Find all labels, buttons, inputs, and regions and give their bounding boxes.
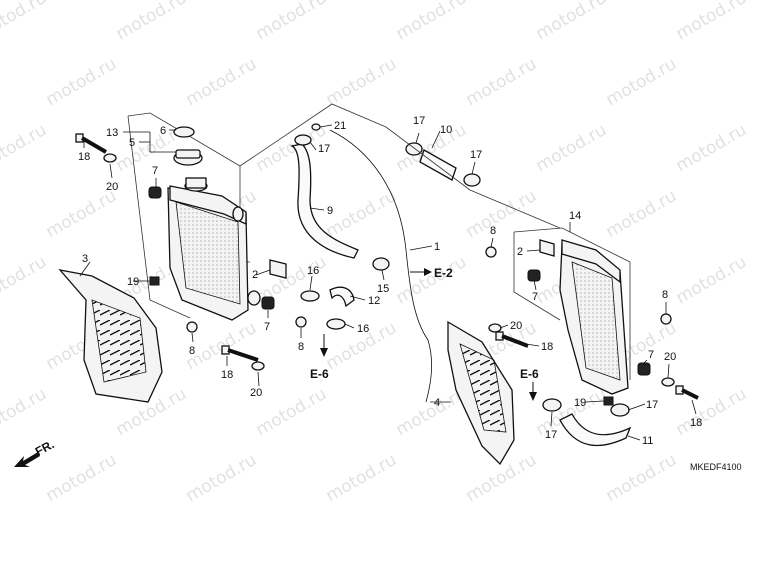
hose-clamps bbox=[294, 123, 630, 417]
callout-7: 7 bbox=[532, 291, 538, 303]
left-radiator-assembly bbox=[58, 103, 387, 403]
right-radiator-assembly bbox=[385, 126, 699, 466]
watermark-text: motod.ru bbox=[463, 186, 541, 242]
callout-9: 9 bbox=[327, 205, 333, 217]
watermark-text: motod.ru bbox=[673, 0, 751, 44]
hose-12 bbox=[329, 286, 355, 308]
watermark-text: motod.ru bbox=[603, 186, 681, 242]
callout-15: 15 bbox=[377, 283, 389, 295]
svg-text:E-2: E-2 bbox=[434, 266, 453, 280]
callout-2: 2 bbox=[517, 246, 523, 258]
watermark-text: motod.ru bbox=[253, 384, 331, 440]
watermark-text: motod.ru bbox=[0, 252, 50, 308]
callout-16: 16 bbox=[357, 323, 369, 335]
callout-8: 8 bbox=[490, 225, 496, 237]
callout-10: 10 bbox=[440, 124, 452, 136]
watermark-text: motod.ru bbox=[183, 450, 261, 506]
watermark-text: motod.ru bbox=[113, 0, 191, 44]
radiator-cap-seal bbox=[173, 126, 195, 138]
callout-8: 8 bbox=[662, 289, 668, 301]
watermark-text: motod.ru bbox=[0, 0, 50, 44]
bolt-18-right-mid bbox=[495, 331, 529, 348]
callout-20: 20 bbox=[510, 320, 522, 332]
watermark-text: motod.ru bbox=[43, 186, 121, 242]
callout-8: 8 bbox=[189, 345, 195, 357]
callout-19: 19 bbox=[574, 397, 586, 409]
callout-11: 11 bbox=[642, 435, 653, 447]
callout-17: 17 bbox=[470, 149, 482, 161]
watermark-text: motod.ru bbox=[603, 54, 681, 110]
callout-1: 1 bbox=[434, 241, 440, 253]
callout-7: 7 bbox=[152, 165, 158, 177]
callout-12: 12 bbox=[368, 295, 380, 307]
watermark-text: motod.ru bbox=[253, 0, 331, 44]
watermark-text: motod.ru bbox=[533, 120, 611, 176]
callout-17: 17 bbox=[545, 429, 557, 441]
callout-7: 7 bbox=[648, 349, 654, 361]
watermark-text: motod.ru bbox=[323, 450, 401, 506]
watermark-text: motod.ru bbox=[603, 450, 681, 506]
reference-e6-left: E-6 bbox=[310, 334, 329, 381]
leader-lines bbox=[79, 124, 697, 441]
callout-13: 13 bbox=[106, 127, 118, 139]
hose-11 bbox=[559, 413, 632, 447]
watermark-layer: motod.ru motod.ru motod.ru motod.ru motod.ru… bbox=[0, 0, 750, 506]
callout-4: 4 bbox=[434, 397, 440, 409]
callout-18: 18 bbox=[541, 341, 553, 353]
svg-text:E-6: E-6 bbox=[520, 367, 539, 381]
callout-17: 17 bbox=[646, 399, 658, 411]
callout-21: 21 bbox=[334, 120, 346, 132]
bolt-18-right-bottom bbox=[675, 385, 699, 400]
callout-5: 5 bbox=[129, 137, 135, 149]
watermark-text: motod.ru bbox=[323, 54, 401, 110]
hose-9 bbox=[290, 143, 359, 259]
watermark-text: motod.ru bbox=[0, 120, 50, 176]
callout-18: 18 bbox=[690, 417, 702, 429]
callout-2: 2 bbox=[252, 269, 258, 281]
callout-7: 7 bbox=[264, 321, 270, 333]
watermark-text: motod.ru bbox=[323, 186, 401, 242]
callout-6: 6 bbox=[160, 125, 166, 137]
reference-e6-right: E-6 bbox=[520, 367, 539, 401]
callout-18: 18 bbox=[221, 369, 233, 381]
callouts: 13 5 6 7 18 20 3 19 8 7 8 18 20 2 16 12 … bbox=[78, 115, 702, 447]
callout-17: 17 bbox=[413, 115, 425, 127]
callout-20: 20 bbox=[250, 387, 262, 399]
front-direction-arrow: FR. bbox=[14, 437, 56, 467]
watermark-text: motod.ru bbox=[43, 450, 121, 506]
callout-20: 20 bbox=[106, 181, 118, 193]
callout-3: 3 bbox=[82, 253, 88, 265]
watermark-text: motod.ru bbox=[393, 252, 471, 308]
watermark-text: motod.ru bbox=[533, 0, 611, 44]
watermark-text: motod.ru bbox=[673, 252, 751, 308]
callout-16: 16 bbox=[307, 265, 319, 277]
callout-20: 20 bbox=[664, 351, 676, 363]
watermark-text: motod.ru bbox=[673, 120, 751, 176]
drawing-code: MKEDF4100 bbox=[690, 462, 742, 472]
svg-text:E-6: E-6 bbox=[310, 367, 329, 381]
reference-e2: E-2 bbox=[410, 266, 453, 280]
watermark-text: motod.ru bbox=[43, 54, 121, 110]
callout-17: 17 bbox=[318, 143, 330, 155]
watermark-text: motod.ru bbox=[463, 54, 541, 110]
bolt-18-left-top bbox=[75, 133, 108, 154]
watermark-text: motod.ru bbox=[183, 54, 261, 110]
hose-1-breather bbox=[329, 129, 432, 403]
bolt-18-left-bottom bbox=[221, 345, 259, 362]
watermark-text: motod.ru bbox=[0, 384, 50, 440]
callout-8: 8 bbox=[298, 341, 304, 353]
watermark-text: motod.ru bbox=[393, 0, 471, 44]
callout-19: 19 bbox=[127, 276, 139, 288]
callout-18: 18 bbox=[78, 151, 90, 163]
callout-14: 14 bbox=[569, 210, 581, 222]
